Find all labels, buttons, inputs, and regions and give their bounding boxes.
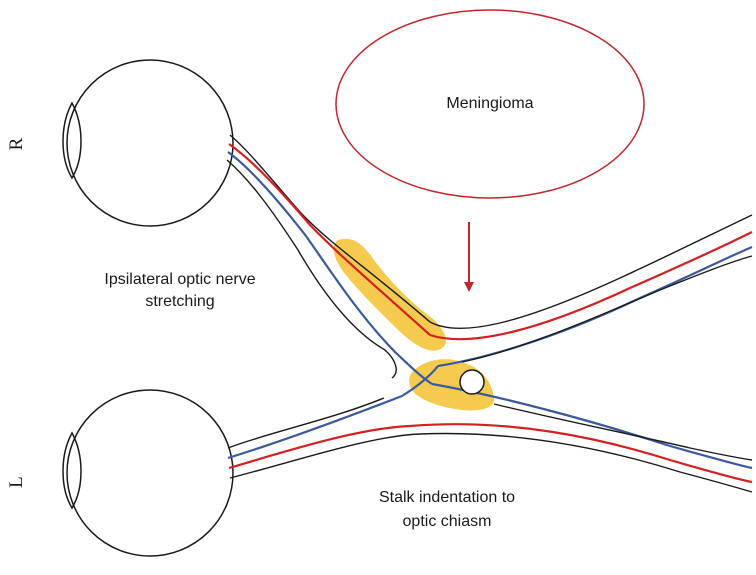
stretching-label-line1: Ipsilateral optic nerve — [104, 271, 255, 288]
right-nerve-inner-sheath — [226, 159, 397, 379]
right-eye-label: R — [6, 137, 27, 150]
upper-tract-inner-sheath — [461, 255, 753, 363]
meningioma-ellipse — [335, 9, 645, 199]
upper-optic-tract — [429, 214, 753, 368]
lower-tract-inner-sheath — [493, 403, 753, 461]
left-eye-lens — [62, 431, 82, 510]
right-nerve-temporal-fibers — [228, 143, 431, 336]
lower-tract-red-fibers — [409, 423, 753, 484]
left-nerve-inner-sheath — [229, 433, 421, 479]
left-eyeball — [66, 389, 234, 557]
left-nerve-outer-sheath — [227, 397, 385, 449]
lower-optic-tract — [409, 382, 753, 493]
right-eye-lens — [62, 101, 82, 180]
pituitary-stalk-circle — [459, 369, 485, 395]
right-eyeball — [66, 59, 234, 227]
meningioma-label: Meningioma — [446, 95, 533, 112]
right-eye — [62, 59, 234, 227]
left-eye — [62, 389, 234, 557]
left-nerve-temporal-fibers — [228, 424, 411, 470]
left-nerve-nasal-fibers — [227, 365, 439, 460]
stalk-label-line1: Stalk indentation to — [379, 489, 515, 506]
left-eye-label: L — [6, 476, 27, 488]
stalk-label-line2: optic chiasm — [403, 513, 492, 530]
upper-tract-outer-sheath — [429, 214, 753, 330]
stretching-label-line2: stretching — [145, 293, 214, 310]
upper-tract-red-fibers — [429, 231, 753, 341]
lower-tract-outer-sheath — [419, 432, 753, 493]
left-optic-nerve — [227, 365, 439, 479]
upper-tract-blue-fibers — [437, 245, 753, 368]
right-nerve-nasal-fibers — [227, 151, 433, 385]
right-optic-nerve — [226, 134, 433, 385]
right-nerve-outer-sheath — [229, 134, 431, 323]
